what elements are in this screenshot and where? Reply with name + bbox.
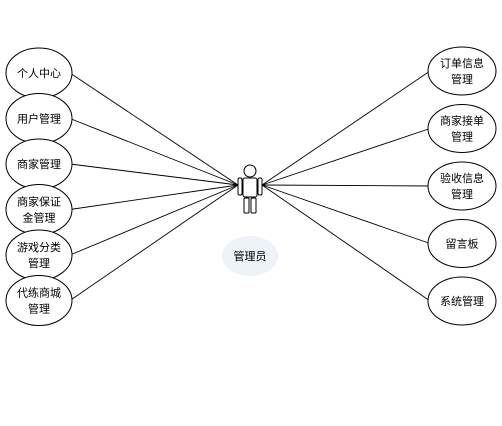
right-connector-1 — [261, 70, 431, 186]
left-connector-4 — [69, 184, 239, 210]
right-use-case-4: 留言板 — [427, 219, 497, 268]
use-case-label: 验收信息 — [440, 171, 484, 185]
use-case-label: 用户管理 — [17, 112, 61, 126]
use-case-label: 管理 — [28, 256, 50, 270]
use-case-label: 留言板 — [446, 237, 479, 251]
use-case-ellipse — [427, 276, 497, 326]
left-connector-5 — [69, 184, 239, 256]
use-case-label: 管理 — [451, 187, 473, 201]
use-case-ellipse — [5, 275, 73, 326]
left-connector-6 — [69, 184, 239, 301]
actor-label-background — [222, 236, 278, 276]
stick-figure-icon — [237, 164, 263, 214]
use-case-label: 订单信息 — [440, 56, 484, 70]
use-case-label: 系统管理 — [440, 294, 484, 308]
actor-label: 管理员 — [234, 249, 267, 263]
left-use-case-3: 商家管理 — [5, 138, 73, 190]
use-case-label: 商家保证 — [17, 195, 61, 209]
use-case-label: 代练商城 — [17, 286, 61, 300]
use-case-ellipse — [427, 161, 497, 211]
use-case-label: 个人中心 — [17, 67, 61, 80]
right-connector-3 — [261, 184, 431, 187]
use-case-ellipse — [427, 104, 497, 153]
use-case-label: 管理 — [28, 302, 50, 316]
left-connector-1 — [69, 72, 239, 186]
use-case-ellipse — [5, 184, 73, 235]
use-case-label: 管理 — [451, 130, 473, 144]
right-connector-5 — [261, 184, 431, 302]
use-case-ellipse — [427, 219, 497, 268]
actor: 管理员 — [222, 164, 278, 276]
left-connector-2 — [69, 118, 239, 186]
connector-lines — [69, 70, 431, 302]
right-connector-4 — [261, 184, 431, 244]
left-use-case-1: 个人中心 — [5, 47, 73, 99]
right-connector-2 — [261, 128, 431, 186]
use-case-ellipse — [5, 229, 73, 281]
use-case-label: 游戏分类 — [17, 240, 61, 254]
use-case-ellipse — [427, 46, 497, 96]
right-use-case-5: 系统管理 — [427, 276, 497, 326]
use-case-label: 管理 — [451, 72, 473, 86]
use-case-label: 金管理 — [23, 211, 56, 225]
left-connector-3 — [69, 163, 239, 186]
use-case-label: 商家管理 — [17, 157, 61, 171]
use-case-label: 商家接单 — [440, 114, 484, 128]
left-use-case-2: 用户管理 — [5, 93, 73, 144]
